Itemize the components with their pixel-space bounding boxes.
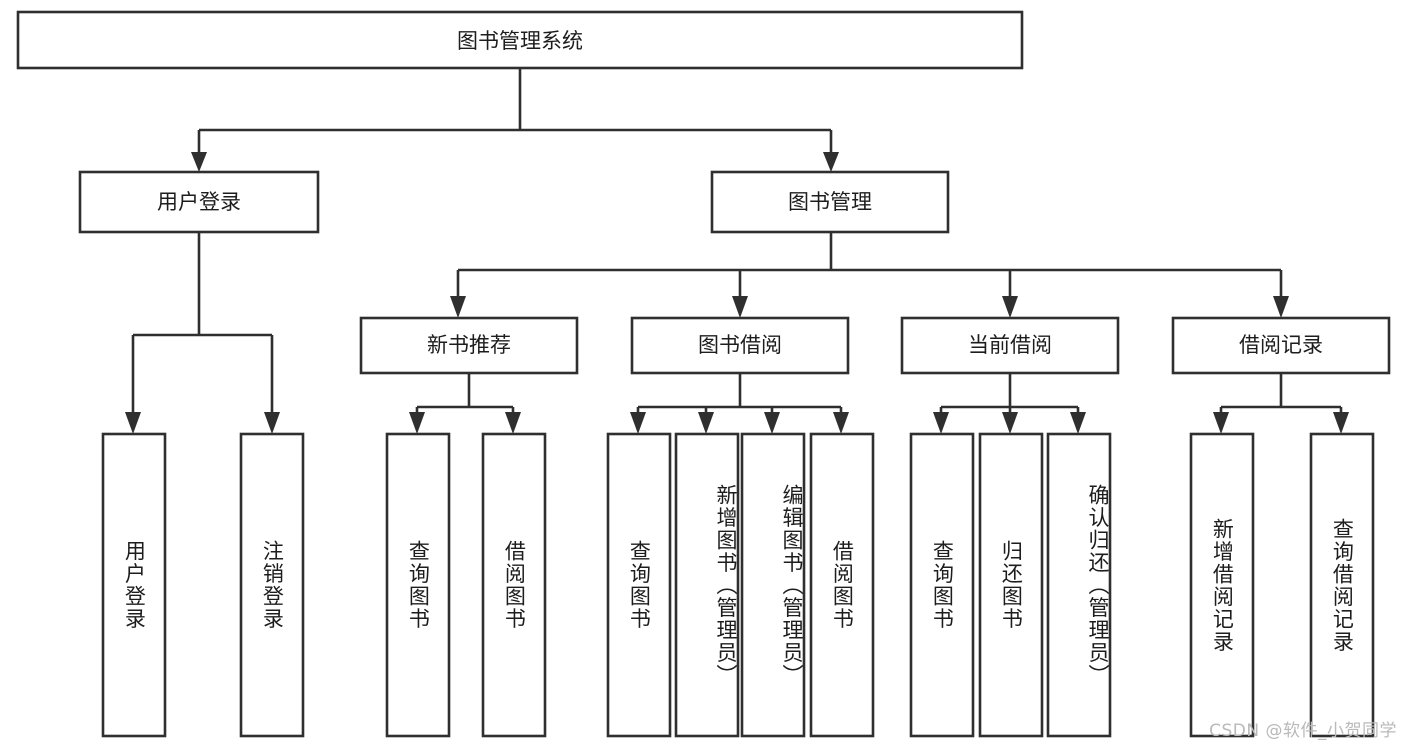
leaf-add-book-box[interactable] (674, 432, 740, 738)
node-new-book-recommend[interactable]: 新书推荐 (359, 316, 579, 375)
arrow-cb-c3 (1070, 412, 1086, 434)
leaf-query-record-box[interactable] (1309, 432, 1375, 738)
node-new-book-recommend-box[interactable] (359, 316, 579, 375)
node-borrow-record-box[interactable] (1171, 316, 1391, 375)
arrow-user-login-c2 (264, 412, 280, 434)
arrow-cb-c2 (1002, 412, 1018, 434)
node-user-login-box[interactable] (78, 170, 320, 234)
arrow-bb-c2 (698, 412, 714, 434)
node-root-box[interactable] (16, 10, 1024, 70)
leaf-borrow-book-2-box[interactable] (809, 432, 875, 738)
csdn-watermark: CSDN @软件_小贺同学 (1209, 721, 1397, 741)
node-book-borrow-label: 图书借阅 (698, 333, 782, 357)
arrow-bm-c1 (450, 296, 466, 318)
node-root-label: 图书管理系统 (457, 29, 583, 53)
leaf-user-login-box[interactable] (101, 432, 167, 738)
arrow-nbr-c1 (409, 412, 425, 434)
arrow-user-login-c1 (125, 412, 141, 434)
leaf-return-book-box[interactable] (978, 432, 1044, 738)
arrow-bb-c4 (833, 412, 849, 434)
leaf-confirm-return-box[interactable] (1046, 432, 1112, 738)
arrow-br-c2 (1333, 412, 1349, 434)
node-book-manage[interactable]: 图书管理 (710, 170, 950, 234)
arrow-root-to-user-login (191, 152, 207, 172)
connector-group (125, 68, 1349, 434)
leaf-borrow-book-1-box[interactable] (481, 432, 547, 738)
node-borrow-record[interactable]: 借阅记录 (1171, 316, 1391, 375)
leaf-query-book-2-box[interactable] (606, 432, 672, 738)
node-borrow-record-label: 借阅记录 (1239, 333, 1323, 357)
leaf-query-book-1-box[interactable] (385, 432, 451, 738)
node-current-borrow-label: 当前借阅 (968, 333, 1052, 357)
arrow-bm-c4 (1273, 296, 1289, 318)
arrow-cb-c1 (933, 412, 949, 434)
node-book-borrow[interactable]: 图书借阅 (630, 316, 850, 375)
node-user-login[interactable]: 用户登录 (78, 170, 320, 234)
arrow-nbr-c2 (505, 412, 521, 434)
arrow-bm-c2 (732, 296, 748, 318)
node-book-manage-box[interactable] (710, 170, 950, 234)
arrow-bm-c3 (1002, 296, 1018, 318)
arrow-root-to-book-manage (823, 152, 839, 172)
node-book-borrow-box[interactable] (630, 316, 850, 375)
leaf-boxes-group (101, 432, 1375, 738)
node-root[interactable]: 图书管理系统 (16, 10, 1024, 70)
leaf-user-logout-box[interactable] (239, 432, 305, 738)
node-user-login-label: 用户登录 (157, 190, 241, 214)
leaf-add-record-box[interactable] (1189, 432, 1255, 738)
arrow-bb-c3 (764, 412, 780, 434)
leaf-query-book-3-box[interactable] (909, 432, 975, 738)
node-book-manage-label: 图书管理 (788, 190, 872, 214)
node-current-borrow[interactable]: 当前借阅 (900, 316, 1120, 375)
leaf-edit-book-box[interactable] (740, 432, 806, 738)
node-current-borrow-box[interactable] (900, 316, 1120, 375)
node-new-book-recommend-label: 新书推荐 (427, 333, 511, 357)
arrow-bb-c1 (630, 412, 646, 434)
arrow-br-c1 (1213, 412, 1229, 434)
